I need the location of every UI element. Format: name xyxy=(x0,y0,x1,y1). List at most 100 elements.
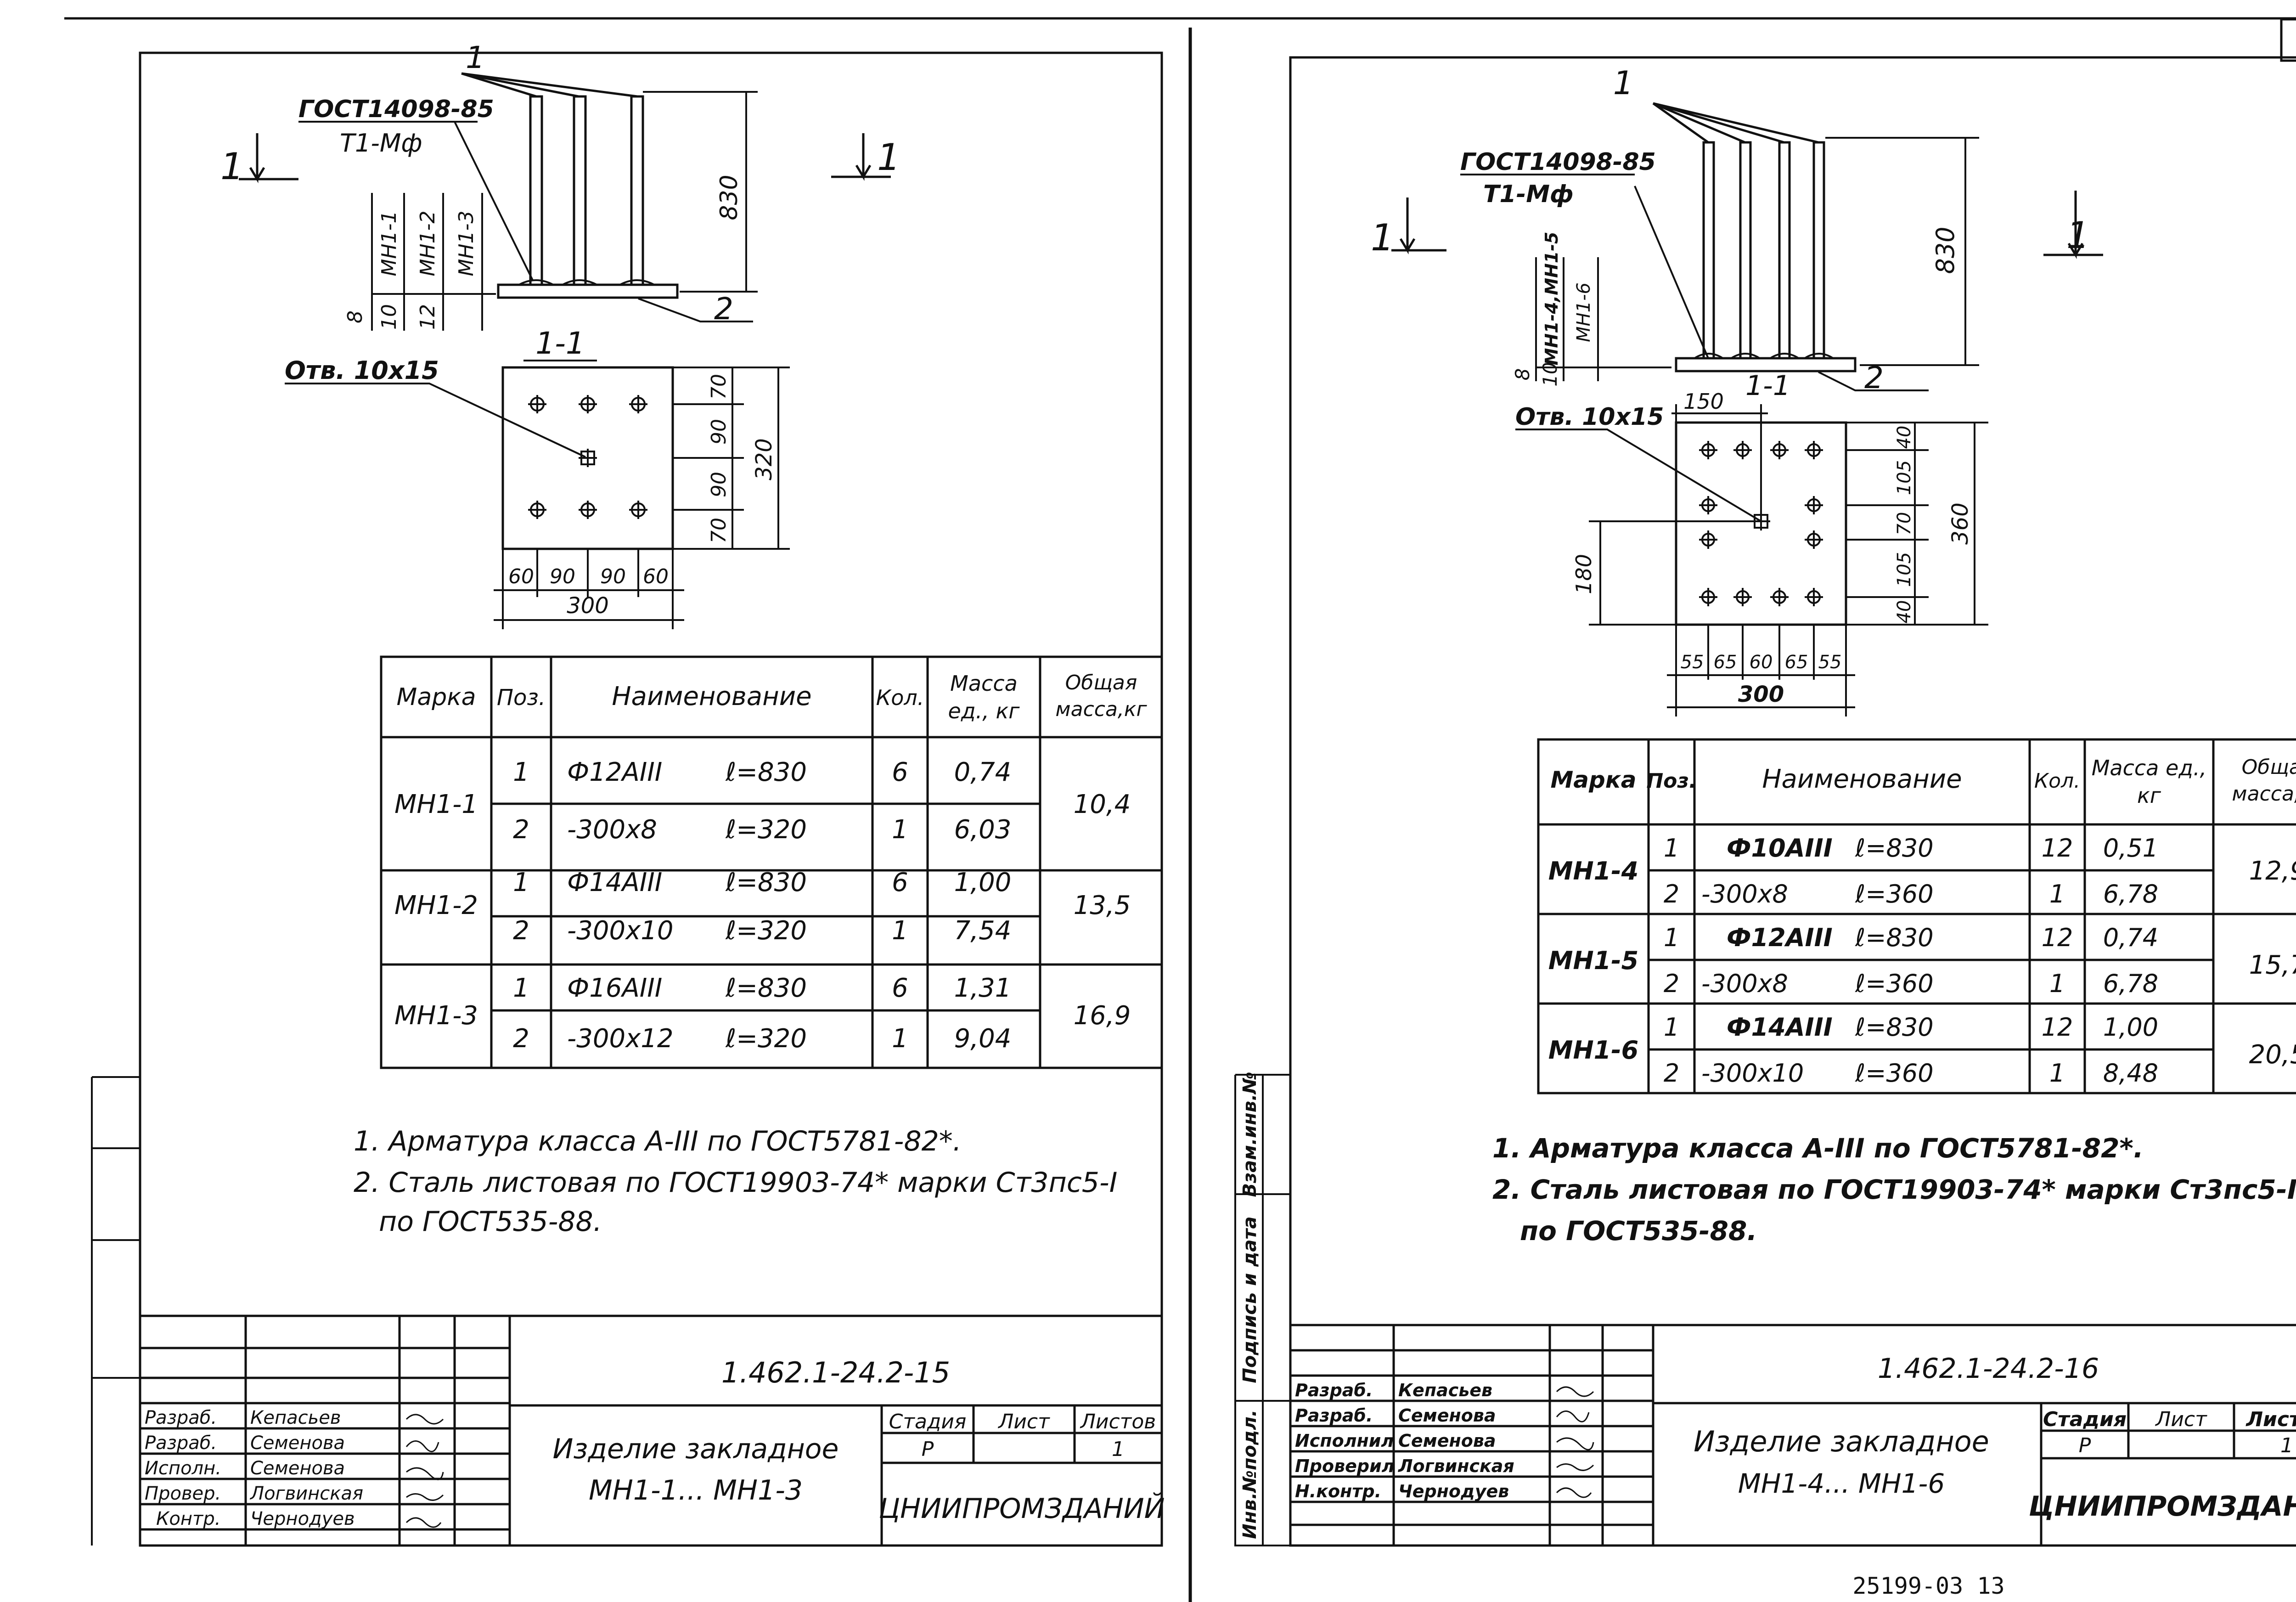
plate-hdim-4: 65 xyxy=(1785,652,1808,673)
cell-len: ℓ=830 xyxy=(725,973,807,1003)
stamp-role: Разраб. xyxy=(145,1407,217,1428)
rod xyxy=(1702,141,1715,360)
sheet-left-frame xyxy=(139,51,1163,1547)
stamp-col-sheets: Листов xyxy=(1080,1410,1156,1433)
cell-pos: 1 xyxy=(513,973,529,1003)
stamp-name: Семенова xyxy=(250,1458,345,1479)
plate-hdim-total: 300 xyxy=(567,593,609,619)
note-3: по ГОСТ535-88. xyxy=(379,1206,602,1238)
cell-len: ℓ=360 xyxy=(1855,880,1934,908)
plate-hdim-1: 55 xyxy=(1681,652,1704,673)
cell-pos: 2 xyxy=(1664,880,1679,908)
stamp-org: ЦНИИПРОМЗДАНИЙ xyxy=(878,1492,1165,1525)
thickness-dims: 8 10 12 МН1-1 МН1-2 МН1-3 xyxy=(343,193,496,331)
gost-leader xyxy=(1634,186,1709,359)
cell-name: Ф12АIII xyxy=(567,757,662,787)
plate-hdim-2: 65 xyxy=(1714,652,1737,673)
gost-ref: ГОСТ14098-85 xyxy=(298,96,494,123)
section-arrow-right xyxy=(2043,191,2103,259)
plate-hdim-total: 300 xyxy=(1738,682,1784,707)
plate-vdim-total: 360 xyxy=(1947,502,1973,545)
cell-qty: 1 xyxy=(892,1024,908,1054)
cell-massu: 9,04 xyxy=(954,1024,1012,1054)
cell-mark: МН1-3 xyxy=(394,1001,478,1031)
th-mark: Марка xyxy=(396,683,476,711)
page-number-box xyxy=(2280,18,2296,62)
stamp-role: Контр. xyxy=(156,1508,220,1529)
spec-table xyxy=(380,655,1163,1069)
cell-total: 16,9 xyxy=(1074,1001,1131,1031)
stamp-col-sheet: Лист xyxy=(997,1410,1050,1433)
top-dim: 150 xyxy=(1683,389,1724,414)
pos2-label: 2 xyxy=(1864,360,1884,395)
plate-vdim-2: 105 xyxy=(1894,460,1915,495)
cell-qty: 12 xyxy=(2042,834,2073,863)
cell-len: ℓ=320 xyxy=(725,1024,807,1054)
side-label-replace: Взам.инв.№ xyxy=(1239,1072,1261,1197)
plate-hdim-3: 90 xyxy=(600,565,626,588)
cell-pos: 2 xyxy=(1664,969,1679,998)
cell-qty: 12 xyxy=(2042,923,2073,952)
cell-name: Ф12АIII xyxy=(1727,923,1833,952)
signature-marks xyxy=(1556,1386,1594,1498)
th-pos: Поз. xyxy=(1646,769,1696,793)
th-total: Общая масса,кг xyxy=(1055,671,1147,721)
th-total: Общая масса,кг xyxy=(2232,756,2296,806)
stamp-name: Кепасьев xyxy=(1398,1380,1492,1400)
cell-pos: 1 xyxy=(1664,923,1679,952)
cell-name: Ф16АIII xyxy=(567,973,662,1003)
cell-name: -300х8 xyxy=(1701,880,1788,908)
stamp-role: Провер. xyxy=(145,1483,221,1504)
thickness-mark-3: МН1-3 xyxy=(455,211,478,276)
base-plate xyxy=(497,283,679,299)
plate-hdim-5: 55 xyxy=(1818,652,1842,673)
leader-mark-1: 1 xyxy=(1613,64,1634,102)
side-label-inv: Инв.№подл. xyxy=(1239,1410,1261,1539)
stamp-name: Логвинская xyxy=(249,1483,363,1504)
pos2-leader xyxy=(1818,371,1929,391)
cell-pos: 1 xyxy=(513,868,529,897)
th-qty: Кол. xyxy=(876,685,924,710)
cell-len: ℓ=320 xyxy=(725,916,807,946)
cell-len: ℓ=830 xyxy=(1855,1013,1934,1042)
cell-pos: 1 xyxy=(1664,834,1679,863)
cell-name: Ф10АIII xyxy=(1727,834,1833,863)
left-dim: 180 xyxy=(1571,554,1596,594)
gost-ref: ГОСТ14098-85 xyxy=(1460,148,1656,176)
thickness-grid xyxy=(1535,257,1671,381)
stamp-title-2: МН1-4... МН1-6 xyxy=(1738,1468,1945,1499)
rod xyxy=(630,95,644,286)
cell-name: -300х8 xyxy=(1701,969,1788,998)
rod xyxy=(529,95,543,286)
cell-qty: 1 xyxy=(892,916,908,946)
cell-total: 15,7 xyxy=(2249,950,2296,980)
gost-leader xyxy=(454,121,534,281)
stamp-sheets: 1 xyxy=(1112,1438,1125,1461)
cell-massu: 1,31 xyxy=(954,973,1012,1003)
leader-lines xyxy=(1652,102,1819,144)
plate-plan xyxy=(1675,421,1847,626)
rod xyxy=(573,95,587,286)
stamp-sheets: 1 xyxy=(2280,1434,2293,1457)
note-2: 2. Сталь листовая по ГОСТ19903-74* марки… xyxy=(1492,1174,2296,1205)
gost-type: Т1-Мф xyxy=(1483,181,1574,208)
gost-type: Т1-Мф xyxy=(340,129,422,158)
cell-name: Ф14АIII xyxy=(1727,1013,1833,1042)
cell-qty: 1 xyxy=(2049,880,2065,908)
note-2: 2. Сталь листовая по ГОСТ19903-74* марки… xyxy=(354,1167,1117,1199)
stamp-col-stage: Стадия xyxy=(2043,1408,2127,1431)
base-plate xyxy=(1675,357,1857,372)
spec-table-text: Марка Поз. Наименование Кол. Масса ед., … xyxy=(394,671,1147,1054)
cell-massu: 6,78 xyxy=(2103,969,2158,998)
rod xyxy=(1739,141,1752,360)
stamp-role: Разраб. xyxy=(145,1433,217,1454)
cell-qty: 1 xyxy=(2049,1059,2065,1088)
elevation-view xyxy=(1675,141,1857,372)
thickness-dim-2: 10 xyxy=(1539,362,1561,386)
stamp-people: Разраб. Разраб. Исполн. Провер. Контр. К… xyxy=(145,1407,444,1529)
holes xyxy=(528,395,647,519)
rod xyxy=(1778,141,1791,360)
cell-massu: 1,00 xyxy=(954,868,1012,897)
cell-pos: 2 xyxy=(513,916,529,946)
